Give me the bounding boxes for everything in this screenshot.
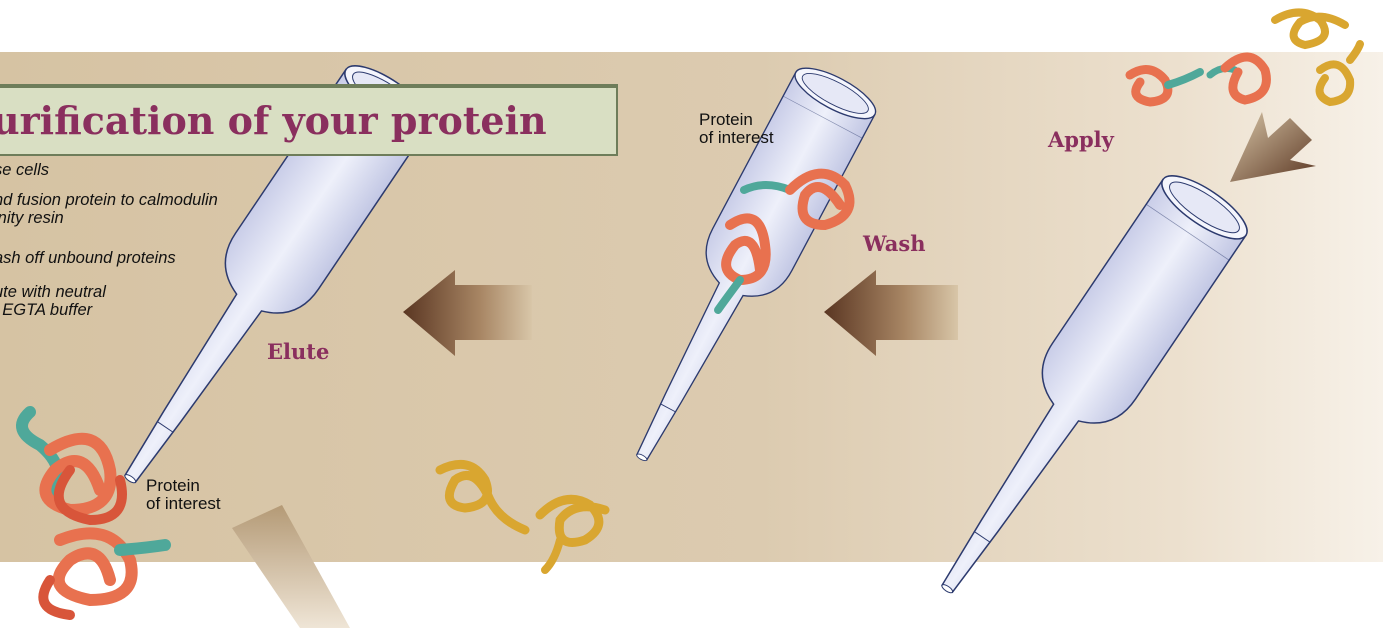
elute-label: Elute — [267, 339, 329, 364]
protein-label-middle: Protein of interest — [699, 111, 774, 147]
protein-label-left: Protein of interest — [146, 477, 221, 513]
wash-label: Wash — [863, 231, 925, 256]
page-title: urification of your protein — [0, 98, 547, 143]
step-1: se cells — [0, 161, 49, 179]
title-banner: urification of your protein — [0, 84, 618, 156]
step-4: ute with neutral l EGTA buffer — [0, 283, 106, 319]
apply-label: Apply — [1048, 127, 1114, 152]
step-3: ash off unbound proteins — [0, 249, 176, 267]
